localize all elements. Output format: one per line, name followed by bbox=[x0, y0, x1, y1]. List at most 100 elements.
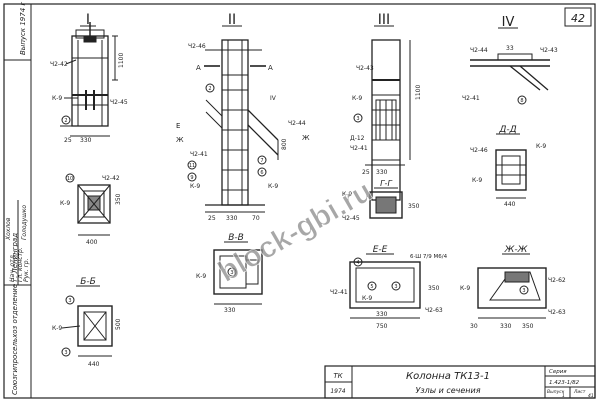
section-d-d: Д-Д Ч2-46 К-9 К-9 440 bbox=[470, 125, 546, 208]
view-I-marker: 2 bbox=[64, 118, 67, 124]
side-role-3: Рук. гр. bbox=[23, 258, 30, 282]
view-III-label-u43: Ч2-43 bbox=[356, 65, 374, 72]
series-label: Серия bbox=[549, 369, 567, 375]
view-II-dim-330: 330 bbox=[226, 215, 238, 222]
view-II-label-u44: Ч2-44 bbox=[288, 120, 306, 127]
view-II-marker-10: 11 bbox=[189, 163, 195, 169]
section-d-d-dim: 440 bbox=[504, 201, 516, 208]
side-role-1: Нач. отд. bbox=[9, 253, 16, 282]
issue-value: 1 bbox=[562, 393, 565, 399]
side-role-2: Гл. констр. bbox=[17, 247, 24, 282]
view-II-label-u41: Ч2-41 bbox=[190, 151, 208, 158]
section-v-v-marker: 3 bbox=[230, 270, 233, 276]
view-III-label-u41: Ч2-41 bbox=[350, 145, 368, 152]
section-e-e-label-u41: Ч2-41 bbox=[330, 289, 348, 296]
page-number: 42 bbox=[571, 12, 585, 25]
title-block: ТК 1974 Колонна ТК13-1 Узлы и сечения Се… bbox=[324, 365, 596, 399]
section-e-e-label-k9: К-9 bbox=[362, 295, 372, 302]
view-II-dim-vertical: 800 bbox=[281, 138, 288, 150]
view-IV-label-u43: Ч2-43 bbox=[540, 47, 558, 54]
view-II-dim-25: 25 bbox=[208, 215, 216, 222]
view-I-label-k9: К-9 bbox=[52, 95, 62, 102]
view-III: III Ч2-43 К-9 Д-12 Ч2-41 3 1100 25 330 bbox=[350, 12, 422, 201]
section-e-e-note: 6·Ш 7/9 М6/4 bbox=[410, 254, 448, 260]
section-zh-zh-marker: 3 bbox=[522, 288, 525, 294]
section-square-marker: 10 bbox=[67, 176, 73, 182]
section-b-b-dim: 440 bbox=[88, 361, 100, 368]
section-square-label-k9: К-9 bbox=[60, 200, 70, 207]
view-IV-dim-33: 33 bbox=[506, 45, 514, 52]
section-e-e-label-u63: Ч2-63 bbox=[425, 307, 443, 314]
view-IV-title: IV bbox=[502, 15, 515, 30]
section-square-upper: 10 Ч2-42 К-9 350 400 bbox=[60, 173, 122, 246]
view-II-marker-8: 9 bbox=[190, 175, 193, 181]
view-II-title: II bbox=[228, 12, 236, 28]
section-square-label-u: Ч2-42 bbox=[102, 175, 120, 182]
sheet-frame bbox=[3, 3, 596, 399]
view-III-label-d12: Д-12 bbox=[350, 135, 365, 142]
title-sub: Узлы и сечения bbox=[415, 386, 480, 395]
section-e-e-title: Е-Е bbox=[373, 245, 388, 255]
side-organization: Союзгипросельхоз отделение г. Ленинград bbox=[11, 233, 19, 395]
section-e-e-dim-side: 350 bbox=[428, 285, 440, 292]
view-I-label-u: Ч2-42 bbox=[50, 61, 68, 68]
section-d-d-label-k9-left: К-9 bbox=[472, 177, 482, 184]
section-zh-zh: Ж-Ж 3 К-9 Ч2-62 Ч2-63 30 330 350 bbox=[460, 245, 566, 330]
section-b-b-dim-side: 500 bbox=[115, 318, 122, 330]
section-zh-zh-label-u63: Ч2-63 bbox=[548, 309, 566, 316]
sheet-label: Лист bbox=[573, 389, 586, 395]
view-III-marker: 3 bbox=[356, 116, 359, 122]
view-III-label-k9: К-9 bbox=[352, 95, 362, 102]
view-III-dim-330: 330 bbox=[376, 169, 388, 176]
view-I-dim-bottom: 330 bbox=[80, 137, 92, 144]
section-b-b-title: Б-Б bbox=[80, 277, 96, 287]
page-number-box bbox=[564, 7, 592, 27]
view-I-title: I bbox=[86, 12, 90, 28]
section-g-g-label-k9: К-9 bbox=[342, 191, 352, 198]
side-name-2: Голодушко bbox=[21, 205, 28, 240]
view-III-dim-vertical: 1100 bbox=[415, 85, 422, 100]
section-d-d-title: Д-Д bbox=[498, 125, 516, 135]
view-IV-label-u44: Ч2-44 bbox=[470, 47, 488, 54]
section-e-e-marker-2: 3 bbox=[394, 284, 397, 290]
section-zh-zh-label-k9: К-9 bbox=[460, 285, 470, 292]
side-name-1: Хохлов bbox=[5, 217, 12, 241]
view-II-cut-zh-left: Ж bbox=[176, 136, 184, 144]
section-d-d-label-u46: Ч2-46 bbox=[470, 147, 488, 154]
section-zh-zh-title: Ж-Ж bbox=[504, 245, 528, 255]
watermark: block-gbi.ru bbox=[213, 175, 378, 289]
section-g-g-dim: 350 bbox=[408, 203, 420, 210]
section-e-e-marker-3: 4 bbox=[356, 260, 359, 266]
view-III-title: III bbox=[378, 12, 390, 28]
section-square-dim-bottom: 400 bbox=[86, 239, 98, 246]
view-II-ref-iv: IV bbox=[270, 95, 277, 102]
section-g-g-label-u45: Ч2-45 bbox=[342, 215, 360, 222]
view-II-cut-e: Е bbox=[176, 122, 180, 130]
issue-label: Выпуск bbox=[547, 389, 565, 395]
view-I-dim-25: 25 bbox=[64, 137, 72, 144]
view-II-cut-zh-right: Ж bbox=[302, 134, 310, 142]
view-II-dim-70: 70 bbox=[252, 215, 260, 222]
view-I-dim-vertical: 1100 bbox=[118, 53, 125, 68]
section-v-v-label-k9: К-9 bbox=[196, 273, 206, 280]
section-b-b-marker: 3 bbox=[68, 298, 71, 304]
section-e-e-dim-750: 750 bbox=[376, 323, 388, 330]
view-II: II Ч2-46 А А Е Ж Ж IV Ч2-41 Ч2-44 К-9 К-… bbox=[176, 12, 310, 222]
section-zh-zh-dim-30: 30 bbox=[470, 323, 478, 330]
section-zh-zh-dim-330: 330 bbox=[500, 323, 512, 330]
series-value: 1.423-1/82 bbox=[549, 380, 580, 386]
section-g-g-title: Г-Г bbox=[380, 179, 392, 188]
view-IV-marker: 8 bbox=[520, 98, 523, 104]
section-v-v-dim: 330 bbox=[224, 307, 236, 314]
view-IV: IV Ч2-44 Ч2-43 33 Ч2-41 8 bbox=[462, 15, 558, 105]
view-II-label-k9: К-9 bbox=[190, 183, 200, 190]
view-II-label-k9-right: К-9 bbox=[268, 183, 278, 190]
section-e-e-dim-330: 330 bbox=[376, 311, 388, 318]
view-II-cut-a-left: А bbox=[196, 64, 201, 72]
section-v-v-title: В-В bbox=[228, 233, 244, 243]
view-III-dim-25: 25 bbox=[362, 169, 370, 176]
side-stamp: Выпуск 1974 г bbox=[19, 2, 27, 55]
section-b-b-label-k9: К-9 bbox=[52, 325, 62, 332]
